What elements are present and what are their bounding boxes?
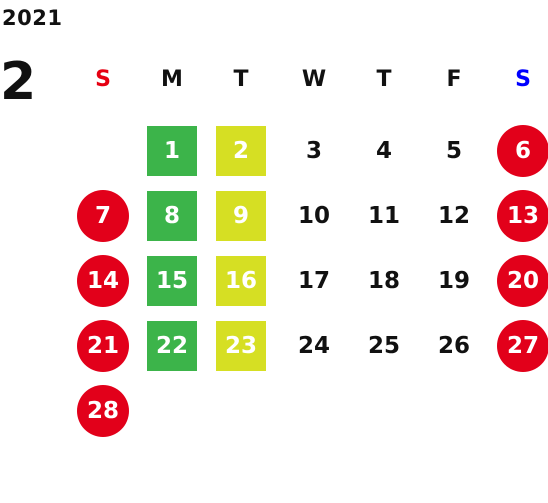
day-cell-20[interactable]: 20 xyxy=(497,255,548,307)
weekday-header: T xyxy=(376,67,392,92)
weekday-header: F xyxy=(446,67,462,92)
day-cell-24[interactable]: 24 xyxy=(297,333,330,359)
day-cell-22[interactable]: 22 xyxy=(147,321,197,371)
day-cell-9[interactable]: 9 xyxy=(216,191,266,241)
day-cell-8[interactable]: 8 xyxy=(147,191,197,241)
day-cell-27[interactable]: 27 xyxy=(497,320,548,372)
day-cell-16[interactable]: 16 xyxy=(216,256,266,306)
day-cell-2[interactable]: 2 xyxy=(216,126,266,176)
year-label: 2021 xyxy=(2,6,63,30)
month-number: 2 xyxy=(0,52,37,112)
day-cell-3[interactable]: 3 xyxy=(305,138,322,164)
day-cell-4[interactable]: 4 xyxy=(375,138,392,164)
day-cell-19[interactable]: 19 xyxy=(437,268,470,294)
weekday-header: W xyxy=(301,67,327,92)
day-cell-12[interactable]: 12 xyxy=(437,203,470,229)
day-cell-23[interactable]: 23 xyxy=(216,321,266,371)
day-cell-11[interactable]: 11 xyxy=(367,203,400,229)
day-cell-15[interactable]: 15 xyxy=(147,256,197,306)
day-cell-18[interactable]: 18 xyxy=(367,268,400,294)
weekday-header: S xyxy=(515,67,531,92)
weekday-header: T xyxy=(233,67,249,92)
day-cell-1[interactable]: 1 xyxy=(147,126,197,176)
day-cell-26[interactable]: 26 xyxy=(437,333,470,359)
day-cell-28[interactable]: 28 xyxy=(77,385,129,437)
weekday-header: S xyxy=(95,67,111,92)
weekday-header: M xyxy=(161,67,183,92)
day-cell-14[interactable]: 14 xyxy=(77,255,129,307)
day-cell-17[interactable]: 17 xyxy=(297,268,330,294)
day-cell-10[interactable]: 10 xyxy=(297,203,330,229)
day-cell-6[interactable]: 6 xyxy=(497,125,548,177)
day-cell-13[interactable]: 13 xyxy=(497,190,548,242)
day-cell-21[interactable]: 21 xyxy=(77,320,129,372)
day-cell-5[interactable]: 5 xyxy=(445,138,462,164)
day-cell-25[interactable]: 25 xyxy=(367,333,400,359)
day-cell-7[interactable]: 7 xyxy=(77,190,129,242)
